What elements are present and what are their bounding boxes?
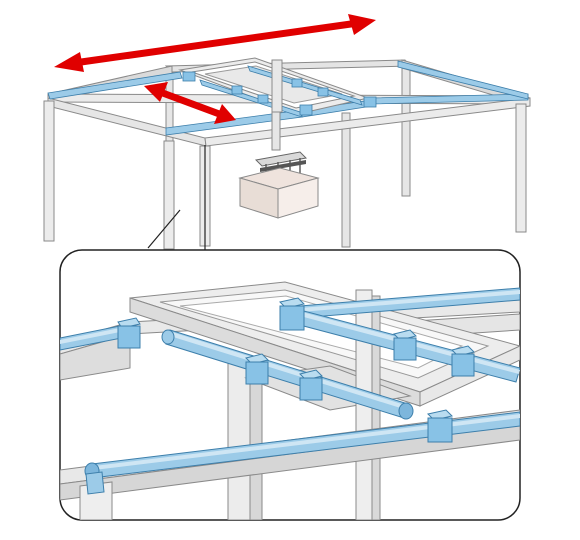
detail-bearing-blocks	[117, 297, 475, 443]
x-axis-motion-arrow	[54, 14, 376, 72]
bearing-block	[117, 317, 141, 349]
rail-front	[84, 411, 520, 495]
bearing-block	[393, 329, 417, 361]
detail-callout	[59, 249, 521, 521]
bearing-block	[279, 297, 305, 331]
overview-frame	[43, 14, 531, 250]
bearing-block	[245, 353, 269, 385]
gantry-carriage	[178, 57, 377, 118]
rail-carriage-left	[161, 329, 414, 420]
payload-box	[238, 167, 320, 219]
bearing-block	[427, 409, 453, 443]
callout-leader-lines	[147, 145, 206, 250]
bearing-block	[451, 345, 475, 377]
bearing-block	[299, 369, 323, 401]
overview-rails	[47, 60, 529, 136]
y-axis-motion-arrow	[144, 82, 236, 124]
